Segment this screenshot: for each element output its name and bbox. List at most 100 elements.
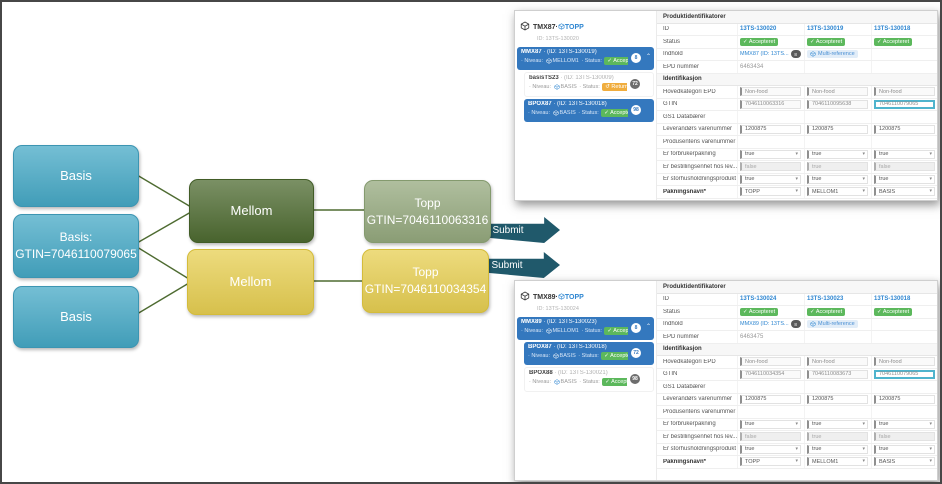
- niveau-label: · Niveau:: [521, 58, 545, 65]
- leverandors-input[interactable]: 1200875: [740, 124, 801, 134]
- hovedkategori-input[interactable]: Non-food: [874, 357, 935, 367]
- table-section-header: Identifikasjon: [657, 343, 937, 356]
- sidebar-item-BPOX87[interactable]: BPOX87 · (ID: 13TS-130018)· Niveau: BASI…: [524, 342, 654, 365]
- leverandors-input[interactable]: 1200875: [874, 124, 935, 134]
- level-icon: [558, 23, 565, 30]
- table-cell: [871, 61, 937, 73]
- pakningsnavn-select[interactable]: BASIS▾: [874, 187, 935, 197]
- id-link[interactable]: 13TS-130019: [807, 26, 844, 33]
- forbrukerpakning-select[interactable]: true▾: [807, 149, 868, 159]
- forbrukerpakning-select[interactable]: true▾: [740, 419, 801, 429]
- gtin-input-highlighted[interactable]: 7046110079065: [874, 369, 935, 379]
- table-cell: ✓ Accepteret: [871, 306, 937, 318]
- leverandors-input[interactable]: 1200875: [740, 394, 801, 404]
- sidebar-item-MMX89[interactable]: MMX89 · (ID: 13TS-130023)· Niveau: MELLO…: [517, 317, 654, 340]
- forbrukerpakning-select[interactable]: true▾: [874, 419, 935, 429]
- forbrukerpakning-select[interactable]: true▾: [874, 149, 935, 159]
- id-link[interactable]: 13TS-130018: [874, 26, 911, 33]
- pakningsnavn-select[interactable]: BASIS▾: [874, 457, 935, 467]
- gtin-input-highlighted[interactable]: 7046110079065: [874, 99, 935, 109]
- sidebar-item-basisTS23[interactable]: basisTS23 · (ID: 13TS-130009)· Niveau: B…: [524, 72, 654, 97]
- pakningsnavn-select[interactable]: TOPP▾: [740, 187, 801, 197]
- sidebar-item-BPOX87[interactable]: BPOX87 · (ID: 13TS-130018)· Niveau: BASI…: [524, 99, 654, 122]
- multi-reference-chip[interactable]: Multi-reference: [807, 50, 858, 59]
- storhusholdning-select[interactable]: true▾: [807, 444, 868, 454]
- id-link[interactable]: 13TS-130020: [740, 26, 777, 33]
- table-cell: [804, 406, 871, 418]
- storhusholdning-select[interactable]: true▾: [874, 174, 935, 184]
- pakningsnavn-select[interactable]: MELLOM1▾: [807, 457, 868, 467]
- indhold-link[interactable]: MMX87 (ID: 13TS...: [740, 51, 789, 58]
- id-link[interactable]: 13TS-130024: [740, 296, 777, 303]
- status-label: · Status:: [579, 328, 604, 335]
- indhold-link[interactable]: MMX89 (ID: 13TS...: [740, 321, 789, 328]
- leverandors-input[interactable]: 1200875: [807, 124, 868, 134]
- chevron-up-icon[interactable]: ⌃: [645, 54, 651, 60]
- sidebar-item-MMX87[interactable]: MMX87 · (ID: 13TS-130019)· Niveau: MELLO…: [517, 47, 654, 70]
- hovedkategori-input[interactable]: Non-food: [874, 87, 935, 97]
- niveau-icon: [546, 58, 552, 64]
- table-cell: TOPP▾: [737, 186, 804, 198]
- pakningsnavn-select[interactable]: MELLOM1▾: [807, 187, 868, 197]
- reference-icon: [810, 51, 816, 57]
- storhusholdning-select[interactable]: true▾: [740, 444, 801, 454]
- row-label: ID: [663, 26, 669, 33]
- gtin-input[interactable]: 7046110063316: [740, 99, 801, 109]
- table-cell: Multi-reference: [804, 318, 871, 330]
- chevron-up-icon[interactable]: ⌃: [645, 324, 651, 330]
- node-label: GTIN=7046110079065: [15, 247, 137, 261]
- hovedkategori-input[interactable]: Non-food: [740, 357, 801, 367]
- forbrukerpakning-select[interactable]: true▾: [740, 149, 801, 159]
- niveau-value: BASIS: [560, 379, 577, 386]
- forbrukerpakning-select[interactable]: true▾: [807, 419, 868, 429]
- hovedkategori-input[interactable]: Non-food: [807, 357, 868, 367]
- table-cell: ✓ Accepteret: [804, 306, 871, 318]
- hovedkategori-input[interactable]: Non-food: [740, 87, 801, 97]
- row-gtin: GTIN 7046110034354 7046110083673 7046110079…: [657, 368, 937, 381]
- table-cell: true▾: [871, 148, 937, 160]
- table-cell: [871, 331, 937, 343]
- multi-reference-label: Multi-reference: [818, 51, 855, 58]
- tree-nav: MMX89 · (ID: 13TS-130023)· Niveau: MELLO…: [515, 317, 656, 392]
- gtin-input[interactable]: 7046110083673: [807, 369, 868, 379]
- hovedkategori-input[interactable]: Non-food: [807, 87, 868, 97]
- pakningsnavn-select[interactable]: TOPP▾: [740, 457, 801, 467]
- multi-reference-chip[interactable]: Multi-reference: [807, 320, 858, 329]
- gtin-input[interactable]: 7046110095638: [807, 99, 868, 109]
- niveau-icon: [554, 379, 560, 385]
- package-icon: [520, 291, 530, 301]
- table-cell: MMX89 (ID: 13TS...8: [737, 318, 804, 330]
- table-cell: true▾: [871, 173, 937, 185]
- row-label: Er bestillingsenhet hos lev...: [663, 433, 737, 440]
- table-cell: true▾: [737, 418, 804, 430]
- table-cell: 13TS-130018: [871, 293, 937, 305]
- row-label: GTIN: [663, 371, 678, 378]
- storhusholdning-select[interactable]: true▾: [874, 444, 935, 454]
- sidebar-item-BPOX88[interactable]: BPOX88 · (ID: 13TS-130021)· Niveau: BASI…: [524, 367, 654, 392]
- chevron-down-icon: ▾: [929, 445, 932, 452]
- table-cell: [871, 136, 937, 148]
- leverandors-input[interactable]: 1200875: [874, 394, 935, 404]
- status-chip: ✓ Accepteret: [602, 378, 627, 387]
- table-cell: 13TS-130024: [737, 293, 804, 305]
- row-pakningsnavn: Pakningsnavn*TOPP▾MELLOM1▾BASIS▾: [657, 456, 937, 469]
- storhusholdning-select[interactable]: true▾: [807, 174, 868, 184]
- chevron-down-icon: ▾: [929, 458, 932, 465]
- table-cell: [804, 331, 871, 343]
- gtin-input[interactable]: 7046110034354: [740, 369, 801, 379]
- id-link[interactable]: 13TS-130018: [874, 296, 911, 303]
- table-cell: true▾: [737, 173, 804, 185]
- package-icon: [520, 21, 530, 31]
- leverandors-input[interactable]: 1200875: [807, 394, 868, 404]
- id-link[interactable]: 13TS-130023: [807, 296, 844, 303]
- storhusholdning-select[interactable]: true▾: [740, 174, 801, 184]
